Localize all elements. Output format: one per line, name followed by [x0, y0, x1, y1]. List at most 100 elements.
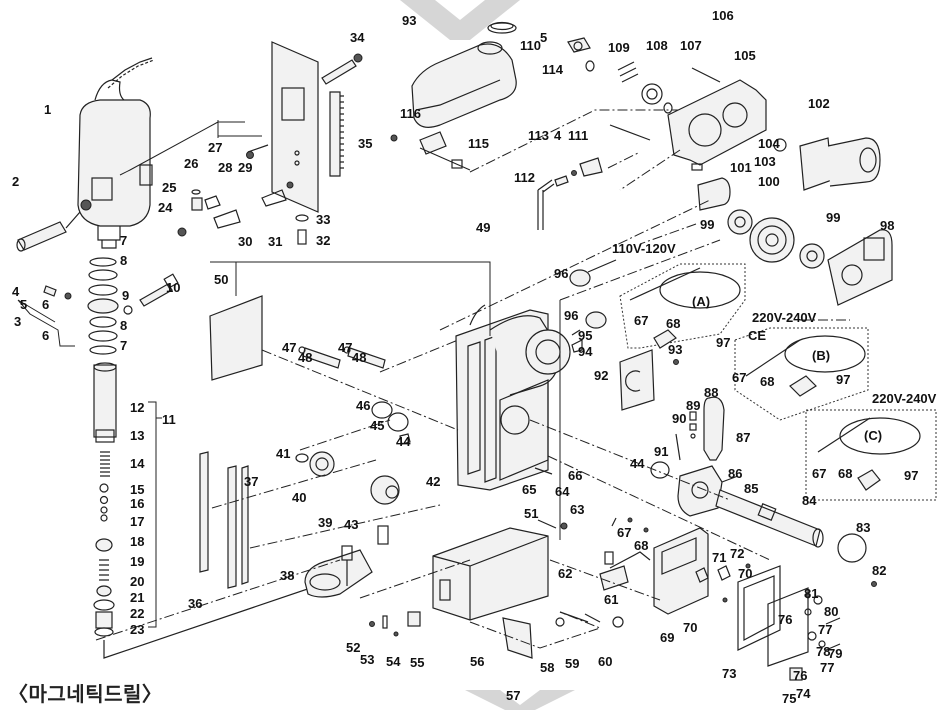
part-label-99: 99 — [700, 217, 714, 232]
coolant-tank-part — [390, 21, 700, 173]
part-label-95: 95 — [578, 328, 592, 343]
part-label-85: 85 — [744, 481, 758, 496]
part-label-15: 15 — [130, 482, 144, 497]
part-label-44: 44 — [630, 456, 645, 471]
part-label-59: 59 — [565, 656, 579, 671]
part-label-44: 44 — [396, 434, 411, 449]
part-label-77: 77 — [818, 622, 832, 637]
part-label-20: 20 — [130, 574, 144, 589]
part-label-60: 60 — [598, 654, 612, 669]
handle-part — [16, 211, 81, 252]
part-label-7: 7 — [120, 338, 127, 353]
part-label-38: 38 — [280, 568, 294, 583]
part-label-68: 68 — [838, 466, 852, 481]
part-label-90: 90 — [672, 411, 686, 426]
part-label-50: 50 — [214, 272, 228, 287]
part-label-49: 49 — [476, 220, 490, 235]
part-label-76: 76 — [793, 668, 807, 683]
part-label-27: 27 — [208, 140, 222, 155]
part-label-36: 36 — [188, 596, 202, 611]
part-label-16: 16 — [130, 496, 144, 511]
part-label-48: 48 — [352, 350, 366, 365]
part-label-46: 46 — [356, 398, 370, 413]
part-label-29: 29 — [238, 160, 252, 175]
part-label-5: 5 — [20, 297, 27, 312]
part-label-30: 30 — [238, 234, 252, 249]
part-label-108: 108 — [646, 38, 668, 53]
part-label-34: 34 — [350, 30, 365, 45]
part-label-86: 86 — [728, 466, 742, 481]
part-label-73: 73 — [722, 666, 736, 681]
part-label-115: 115 — [468, 136, 489, 151]
part-label-10: 10 — [166, 280, 180, 295]
part-label-70: 70 — [683, 620, 697, 635]
part-label-105: 105 — [734, 48, 756, 63]
ce-label: CE — [748, 328, 766, 343]
part-label-57: 57 — [506, 688, 520, 703]
part-label-84: 84 — [802, 493, 817, 508]
part-label-77: 77 — [820, 660, 834, 675]
switch-spindle-part — [559, 259, 877, 681]
part-label-101: 101 — [730, 160, 752, 175]
part-label-70: 70 — [738, 566, 752, 581]
part-label-33: 33 — [316, 212, 330, 227]
watermark-chevron-bottom — [465, 690, 575, 710]
part-label-2: 2 — [12, 174, 19, 189]
voltage-label-b: 220V-240V — [752, 310, 817, 325]
part-label-12: 12 — [130, 400, 144, 415]
part-label-31: 31 — [268, 234, 282, 249]
part-label-9: 9 — [122, 288, 129, 303]
part-label-21: 21 — [130, 590, 144, 605]
part-label-52: 52 — [346, 640, 360, 655]
power-cords-part — [619, 263, 937, 501]
part-label-26: 26 — [184, 156, 198, 171]
part-label-13: 13 — [130, 428, 144, 443]
part-label-8: 8 — [120, 318, 127, 333]
part-label-14: 14 — [130, 456, 145, 471]
part-label-6: 6 — [42, 297, 49, 312]
part-label-109: 109 — [608, 40, 630, 55]
part-label-18: 18 — [130, 534, 144, 549]
part-label-97: 97 — [904, 468, 918, 483]
part-label-23: 23 — [130, 622, 144, 637]
column-body-part — [199, 295, 651, 659]
voltage-label-c: 220V-240V — [872, 391, 937, 406]
part-label-72: 72 — [730, 546, 744, 561]
variant-label-c: (C) — [864, 428, 882, 443]
part-label-24: 24 — [158, 200, 173, 215]
part-label-47: 47 — [338, 340, 352, 355]
part-label-48: 48 — [298, 350, 312, 365]
part-label-28: 28 — [218, 160, 232, 175]
part-label-43: 43 — [344, 517, 358, 532]
part-label-69: 69 — [660, 630, 674, 645]
part-label-68: 68 — [760, 374, 774, 389]
part-label-113: 113 — [528, 128, 549, 143]
part-label-6: 6 — [42, 328, 49, 343]
part-label-106: 106 — [712, 8, 734, 23]
part-label-4: 4 — [12, 284, 20, 299]
part-label-42: 42 — [426, 474, 440, 489]
part-label-92: 92 — [594, 368, 608, 383]
part-label-25: 25 — [162, 180, 176, 195]
part-label-96: 96 — [554, 266, 568, 281]
part-label-88: 88 — [704, 385, 718, 400]
part-label-112: 112 — [514, 170, 535, 185]
part-label-110: 110 — [520, 38, 541, 53]
part-label-98: 98 — [880, 218, 894, 233]
part-label-103: 103 — [754, 154, 776, 169]
part-label-74: 74 — [796, 686, 811, 701]
part-label-22: 22 — [130, 606, 144, 621]
bracket-plate-part — [119, 41, 363, 245]
drill-motor-part — [77, 57, 155, 249]
part-label-80: 80 — [824, 604, 838, 619]
part-label-54: 54 — [386, 654, 401, 669]
part-label-37: 37 — [244, 474, 258, 489]
part-label-51: 51 — [524, 506, 538, 521]
part-label-67: 67 — [634, 313, 648, 328]
part-label-83: 83 — [856, 520, 870, 535]
gear-housing-part — [567, 37, 893, 306]
part-label-5: 5 — [540, 30, 547, 45]
part-label-116: 116 — [400, 106, 421, 121]
part-label-82: 82 — [872, 563, 886, 578]
